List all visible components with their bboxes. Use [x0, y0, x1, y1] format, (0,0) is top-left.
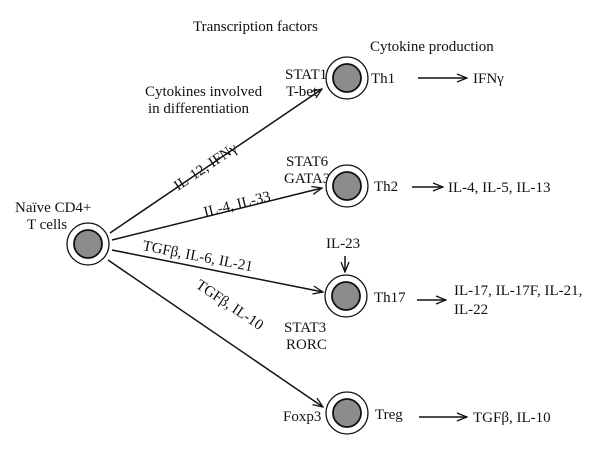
- edge-naive-to-th2: [111, 188, 322, 241]
- header-transcription-factors: Transcription factors: [193, 19, 318, 35]
- treg-products: TGFβ, IL-10: [473, 410, 551, 426]
- th2-cell: [325, 164, 369, 208]
- treg-tf: Foxp3: [283, 409, 321, 425]
- th1-products: IFNγ: [473, 71, 504, 87]
- treg-label: Treg: [375, 407, 403, 423]
- edge-label-th17: TGFβ, IL-6, IL-21: [141, 238, 254, 275]
- th2-tf-line2: GATA3: [284, 171, 330, 187]
- edge-naive-to-treg: [107, 259, 323, 407]
- header-cytokine-production: Cytokine production: [370, 39, 494, 55]
- naive-cd4-cell: [66, 222, 110, 266]
- naive-cell-label-line1: Naïve CD4+: [15, 200, 91, 216]
- th2-label: Th2: [374, 179, 398, 195]
- treg-cell: [325, 391, 369, 435]
- th1-label: Th1: [371, 71, 395, 87]
- th17-tf-line2: RORC: [286, 337, 327, 353]
- edge-label-th1: IL-12, IFNγ: [171, 140, 240, 194]
- edge-naive-to-th1: [109, 89, 322, 234]
- header-cytokines-involved-line2: in differentiation: [148, 101, 249, 117]
- th1-tf-line1: STAT1: [285, 67, 327, 83]
- th1-cell: [325, 56, 369, 100]
- th17-products-line1: IL-17, IL-17F, IL-21,: [454, 283, 582, 299]
- th17-cell: [324, 274, 368, 318]
- edge-label-th2: IL-4, IL-33: [202, 189, 272, 221]
- edge-naive-to-th17: [111, 249, 323, 292]
- th17-tf-line1: STAT3: [284, 320, 326, 336]
- th17-label: Th17: [374, 290, 406, 306]
- th1-tf-line2: T-bet: [286, 84, 318, 100]
- th2-tf-line1: STAT6: [286, 154, 329, 170]
- th17-products-line2: IL-22: [454, 302, 488, 318]
- th17-extra-input: IL-23: [326, 236, 360, 252]
- header-cytokines-involved-line1: Cytokines involved: [145, 84, 263, 100]
- th2-products: IL-4, IL-5, IL-13: [448, 180, 550, 196]
- naive-cell-label-line2: T cells: [27, 217, 67, 233]
